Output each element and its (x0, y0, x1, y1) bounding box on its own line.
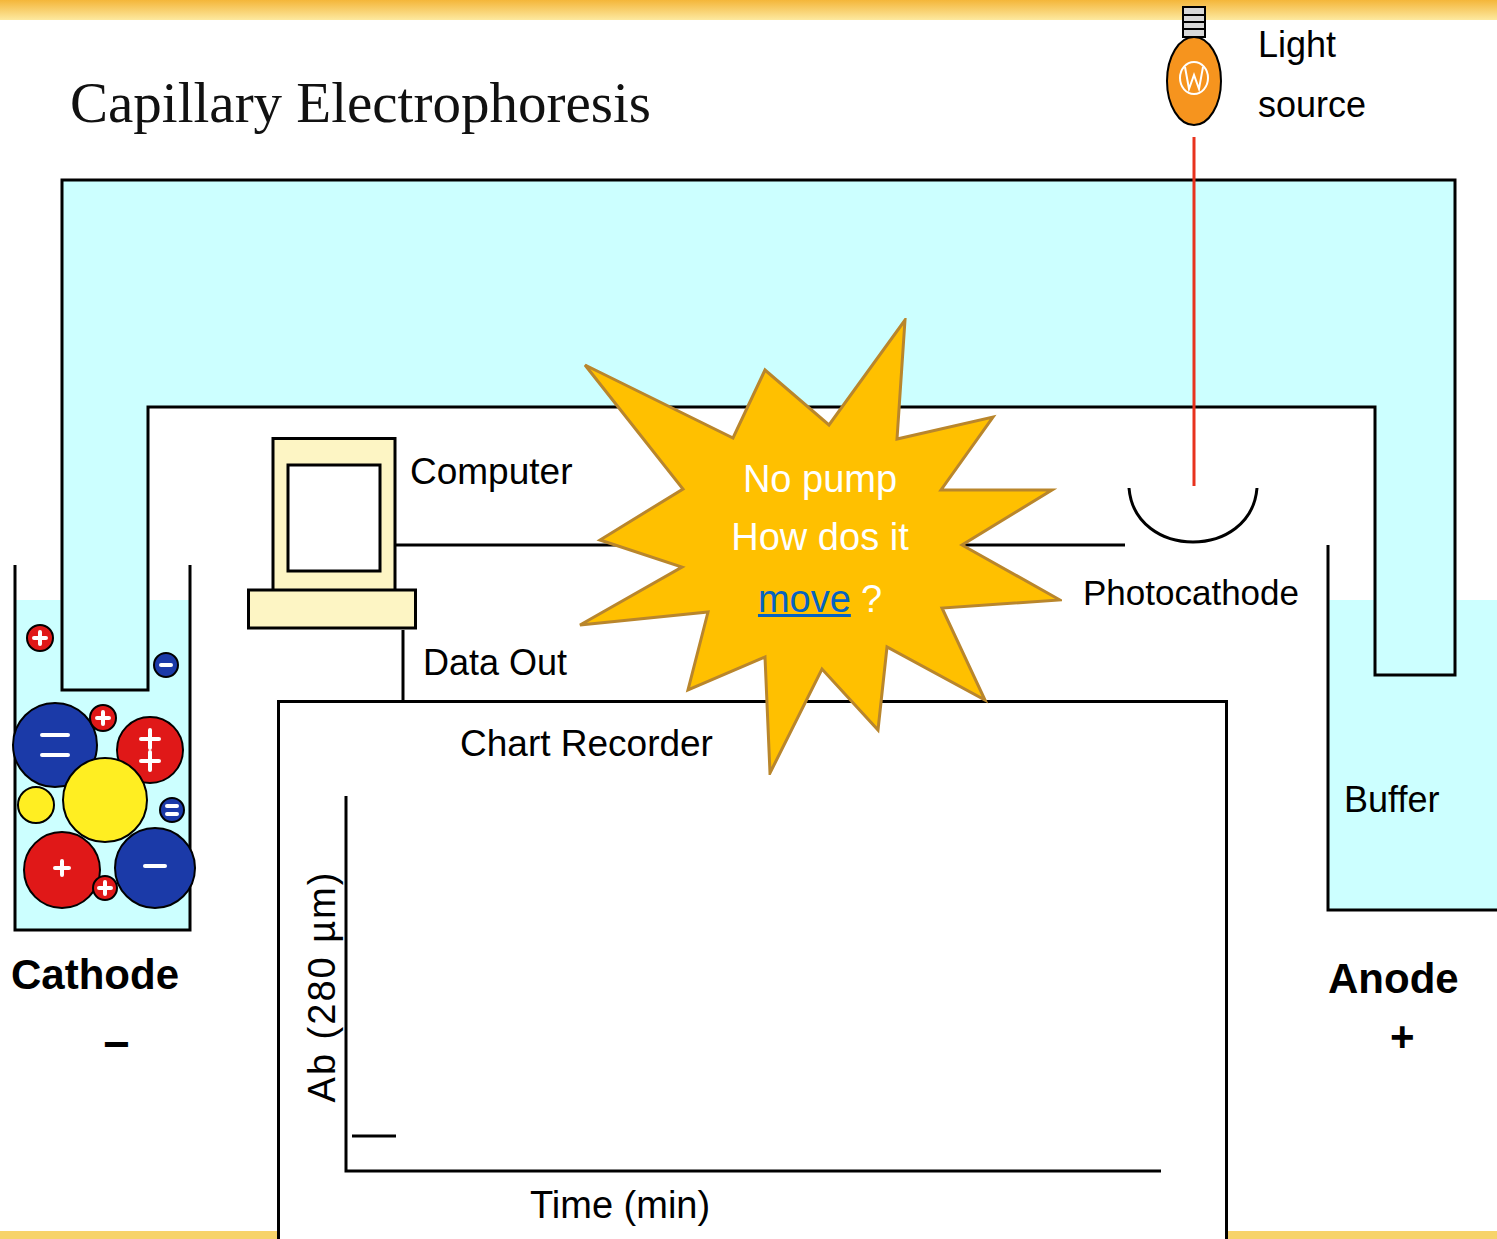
text-line: move? (578, 570, 1062, 636)
anode-beaker: BufferAnode+ (1328, 545, 1495, 910)
chart-recorder: Chart Recorder Ab (280 µm) Time (min) (277, 700, 1228, 1239)
minus-sign (145, 864, 165, 868)
cation (27, 625, 53, 651)
minus-sign (161, 663, 171, 667)
axes (346, 796, 1161, 1171)
computer-drawing (247, 437, 417, 630)
socket-thread (1183, 15, 1205, 29)
computer-icon: Computer (247, 437, 417, 630)
plus-sign (55, 861, 69, 875)
cathode-beaker: Cathode− (15, 565, 190, 930)
anion (115, 828, 195, 908)
computer-label: Computer (410, 451, 572, 493)
ions (13, 625, 195, 908)
charge-signs (34, 632, 177, 894)
light-bulb (1165, 5, 1223, 137)
connector (402, 630, 405, 700)
light-source: Light source (1165, 5, 1223, 137)
connector (1193, 137, 1196, 486)
callout-text: No pump How dos it (715, 450, 925, 566)
cation (93, 876, 117, 900)
top-bar (0, 0, 1497, 20)
screen (288, 465, 380, 571)
photocathode: Photocathode (1125, 486, 1260, 548)
photocathode-label: Photocathode (1083, 573, 1299, 613)
filament (1185, 67, 1203, 89)
anion (160, 798, 184, 822)
neutral (18, 787, 54, 823)
box-title: Chart Recorder (460, 723, 713, 765)
electrode-label: Anode (1328, 955, 1459, 1003)
axis-label: Time (min) (530, 1184, 710, 1227)
diagram-title: Capillary Electrophoresis (70, 70, 651, 135)
axis-label: Ab (280 µm) (301, 837, 344, 1137)
electrode-label: Cathode (11, 951, 179, 999)
callout-link: move (758, 578, 851, 620)
chart-axes (280, 703, 1225, 1239)
plus-sign (97, 712, 109, 724)
bulb-glass (1167, 37, 1221, 125)
minus-sign (167, 806, 177, 814)
polarity-sign: − (103, 1017, 130, 1071)
anion (154, 653, 178, 677)
light-source-label: Light source (1258, 15, 1393, 135)
plus-sign (141, 730, 159, 770)
plus-sign (34, 632, 46, 644)
plus-sign (99, 882, 111, 894)
polarity-sign: + (1390, 1013, 1415, 1061)
dish-arc (1129, 488, 1257, 542)
keyboard (249, 590, 416, 628)
baseline-tick (352, 1135, 396, 1138)
callout-text: ? (861, 578, 882, 620)
cation (90, 705, 116, 731)
minus-sign (42, 735, 68, 755)
photocathode-dish (1125, 486, 1260, 548)
bulb-socket (1183, 7, 1205, 37)
monitor (273, 439, 395, 591)
buffer-label: Buffer (1344, 779, 1439, 821)
filament-ring (1180, 62, 1208, 94)
callout-starburst: move?No pump How dos it (578, 318, 1062, 775)
connector-label: Data Out (421, 642, 569, 684)
neutral (63, 758, 147, 842)
cation (24, 832, 100, 908)
